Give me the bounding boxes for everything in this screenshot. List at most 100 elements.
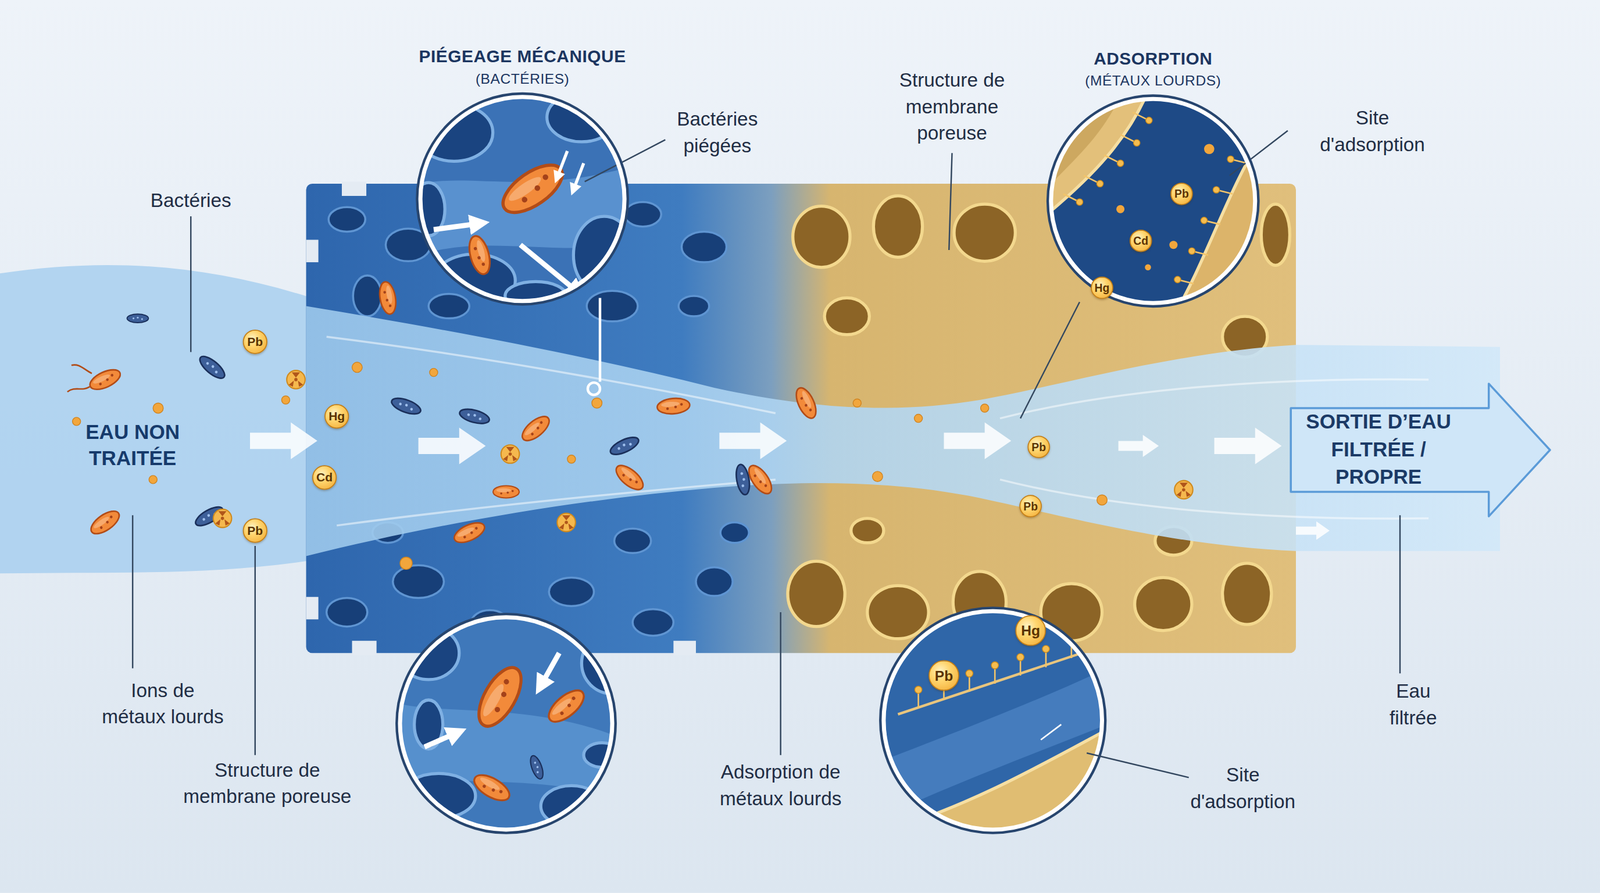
adsorption-inset-view [1051, 102, 1118, 184]
bacterium [792, 384, 821, 421]
pore [867, 585, 929, 639]
trap-inset-view [556, 151, 568, 178]
membrane-notch [341, 181, 367, 196]
leader-line [1086, 752, 1189, 778]
bacterium [127, 313, 149, 323]
ion-symbol: Hg [1020, 623, 1041, 638]
adsorption-site [1174, 276, 1181, 283]
adsorption-inset-view [1051, 98, 1256, 303]
adsorption-site [1212, 186, 1220, 194]
leader-line [190, 216, 192, 352]
ion-symbol: Cd [316, 471, 333, 484]
callout-label: Structure de membrane poreuse [895, 67, 1009, 148]
outlet-arrow: SORTIE D’EAU FILTRÉE / PROPRE [1290, 379, 1555, 521]
inset-ring [881, 609, 1105, 832]
trap-inset-view [573, 163, 584, 191]
metal-ion [286, 370, 306, 389]
ion-badge: Cd [1129, 229, 1153, 253]
trap-inset-view [540, 652, 560, 686]
water-channel [306, 306, 1500, 557]
inlet-stream [0, 265, 337, 574]
inset-outline [1051, 98, 1256, 303]
pore [428, 293, 470, 319]
pore [397, 626, 643, 827]
inset-ring [418, 94, 627, 303]
pore [393, 565, 445, 598]
pore [851, 518, 884, 544]
callout-label: Eau filtrée [1377, 678, 1449, 732]
callout-label: Bactéries [129, 187, 253, 215]
pore [326, 597, 368, 627]
adsorption-site [1076, 116, 1234, 283]
metal-ion [352, 362, 363, 373]
inset-ring [883, 611, 1103, 830]
ion-badge: Hg [1090, 276, 1114, 300]
pore [352, 275, 382, 317]
pore [954, 204, 1016, 262]
leader-line [779, 612, 781, 756]
trap-inset-view [397, 612, 643, 830]
inset-heading: ADSORPTION(MÉTAUX LOURDS) [979, 47, 1327, 91]
leader-line [132, 130, 1400, 778]
callout-label: Site d'adsorption [1311, 105, 1434, 159]
metal-ion [1116, 143, 1214, 271]
adsorption-site [1227, 155, 1234, 163]
ion-symbol: Pb [247, 524, 263, 537]
leader-hook [587, 382, 600, 395]
metal-ion [1144, 264, 1152, 271]
metal-ion [152, 402, 164, 414]
pore [614, 528, 652, 553]
trap-inset-view [465, 233, 494, 277]
membrane-notch [673, 640, 696, 656]
pore [328, 206, 366, 232]
ion-badge: Pb [243, 518, 268, 544]
metal-ion [1116, 205, 1125, 214]
trap-inset-view [520, 244, 578, 292]
bacterium [451, 518, 488, 547]
pore [787, 561, 845, 627]
trap-inset-view [412, 93, 635, 311]
pore [873, 195, 923, 257]
trap-inset-view [420, 97, 625, 302]
bacterium [67, 280, 820, 547]
inset-outline [420, 97, 625, 302]
bacterium [734, 463, 752, 496]
ion-symbol: Pb [1023, 500, 1038, 512]
pore [678, 295, 710, 317]
metal-ion [148, 475, 157, 484]
inset-ring [400, 617, 613, 830]
ion-symbol: Hg [1094, 281, 1110, 294]
bacterium [87, 365, 124, 394]
ion-badge: Pb [1027, 435, 1050, 459]
adsorption-site [1145, 116, 1153, 124]
ion-symbol: Pb [1174, 188, 1189, 200]
inset-ring [1048, 97, 1257, 306]
adsorption-site [918, 639, 1072, 709]
pore [586, 290, 638, 322]
adsorption-site [1016, 653, 1024, 661]
pore [1222, 563, 1272, 625]
adsorption-site [914, 686, 922, 694]
leader-hook [587, 297, 600, 395]
pore [824, 297, 870, 335]
metal-ion [980, 404, 989, 413]
metal-ion [1174, 480, 1194, 500]
ion-badge: Pb [1019, 494, 1042, 518]
bacterium [87, 506, 123, 539]
pore [720, 522, 749, 544]
adsorption-site [1096, 180, 1103, 187]
adsorption-site [965, 669, 973, 677]
inset-heading: PIÉGEAGE MÉCANIQUE(BACTÉRIES) [348, 45, 696, 89]
leader-line [131, 515, 134, 669]
leader-line [254, 545, 256, 756]
pore [624, 202, 662, 227]
pore [793, 206, 850, 268]
adsorption-site [1116, 159, 1124, 167]
callout-label: Site d'adsorption [1181, 762, 1305, 816]
bacterium [196, 352, 228, 382]
ion-badge: Pb [1170, 182, 1194, 206]
flow-arrow [719, 422, 787, 460]
